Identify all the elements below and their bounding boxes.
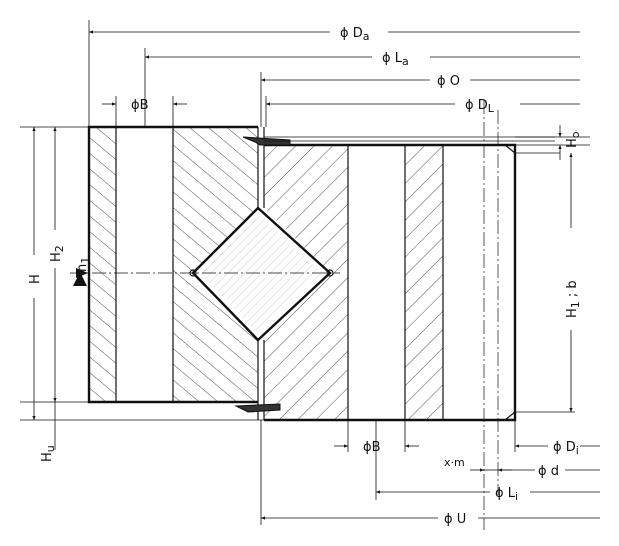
dim-bottom [260,420,600,525]
label-H2: H2 [49,245,66,262]
dim-top [88,20,580,127]
label-xm: x·m [444,456,465,469]
label-Li: ϕ Li [495,486,518,503]
label-n1: n1 [75,257,92,272]
label-La: ϕ La [382,51,409,68]
label-B-top: ϕB [131,98,149,113]
label-H1b: H1 ; b [565,280,582,318]
inner-ring [264,143,575,422]
label-d: ϕ d [538,464,559,479]
label-Hu: Hu [40,445,57,462]
labels: ϕ Da ϕ La ϕ O ϕ DL ϕB Ho H H2 n1 H1 ; b … [28,26,582,527]
label-DL: ϕ DL [465,98,495,115]
label-B-bottom: ϕB [363,440,381,455]
label-Da: ϕ Da [340,26,369,43]
label-Ho: Ho [565,131,582,148]
label-U: ϕ U [444,512,466,527]
dim-left [20,126,264,450]
seal-bottom [234,403,281,413]
outer-ring [87,125,258,404]
dim-right [515,125,590,412]
label-H: H [28,274,43,284]
label-O: ϕ O [437,74,460,89]
label-Di: ϕ Di [553,440,579,457]
